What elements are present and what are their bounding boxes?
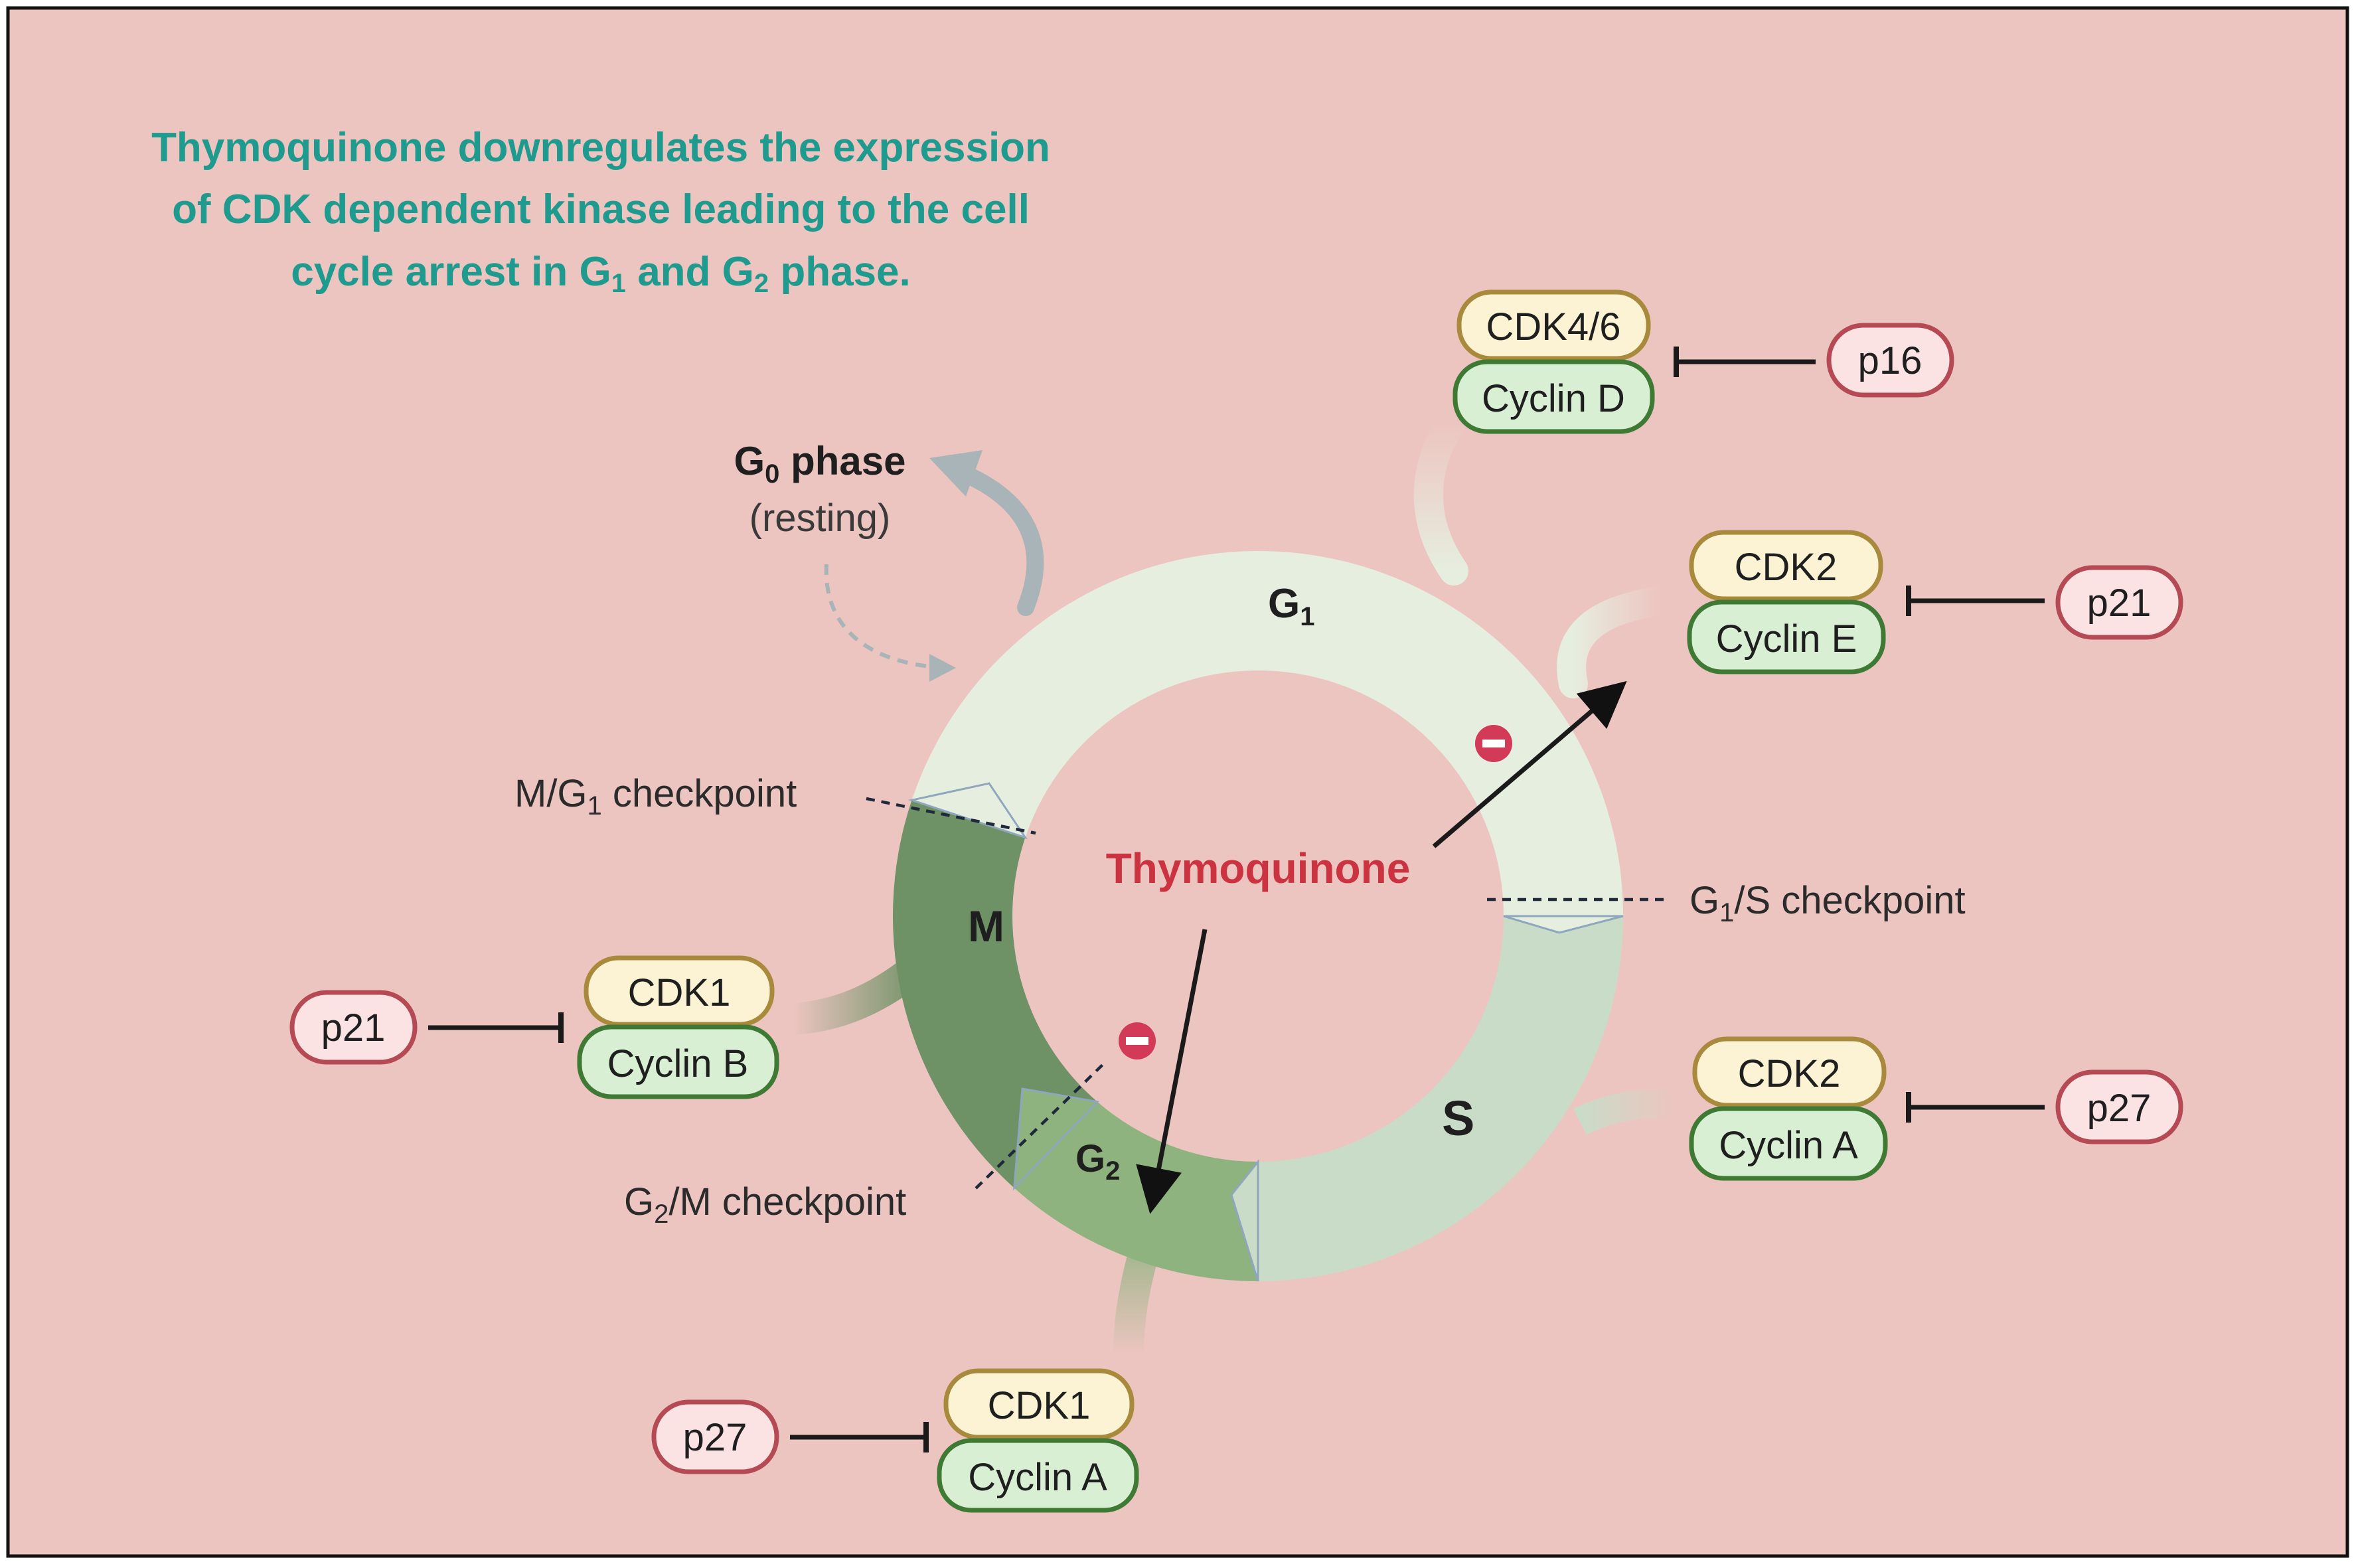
notch-s-g2 xyxy=(1230,1158,1259,1282)
arrow-head-g0-exit xyxy=(929,450,982,497)
cyclin-a-g2-label: Cyclin A xyxy=(968,1456,1107,1499)
p21-b-label: p21 xyxy=(321,1006,386,1050)
p21-e-pill xyxy=(2055,565,2183,640)
cyclin-b-label: Cyclin B xyxy=(607,1042,749,1085)
cyclin-d-label: Cyclin D xyxy=(1482,377,1625,420)
complex-cdk1-cyclin-a: p27 CDK1 Cyclin A xyxy=(651,1368,1139,1513)
checkpoint-label-m-g1: M/G1 checkpoint xyxy=(514,772,797,821)
g0-phase: G0 phase (resting) xyxy=(734,439,1044,682)
notch-m-g1 xyxy=(907,782,1028,840)
cdk2-e-pill xyxy=(1689,530,1883,601)
cdk1-b-label: CDK1 xyxy=(628,971,731,1014)
p27-g2-label: p27 xyxy=(683,1416,747,1459)
diagram-frame xyxy=(6,6,2349,1558)
cdk2-a-label: CDK2 xyxy=(1738,1052,1841,1095)
minus-icon-g1 xyxy=(1475,725,1512,762)
cyclin-a-s-label: Cyclin A xyxy=(1719,1124,1858,1167)
cyclin-d-pill xyxy=(1453,359,1655,434)
complex-cdk1-cyclin-b: p21 CDK1 Cyclin B xyxy=(289,955,779,1099)
stem-g1-cyclin-d xyxy=(1413,410,1468,586)
cdk2-e-label: CDK2 xyxy=(1735,546,1838,589)
stem-s-cyclin-a xyxy=(1573,1089,1675,1135)
title-block: Thymoquinone downregulates the expressio… xyxy=(151,125,1050,298)
cdk1-a-pill xyxy=(943,1368,1135,1440)
arrow-icon-to-g2 xyxy=(1136,929,1208,1214)
cyclin-e-label: Cyclin E xyxy=(1716,617,1857,661)
checkpoint-label-g2-m: G2/M checkpoint xyxy=(624,1180,906,1229)
ring-segment-g1 xyxy=(911,551,1623,916)
p27-g2-pill xyxy=(651,1399,779,1474)
title-line-2: of CDK dependent kinase leading to the c… xyxy=(172,187,1030,232)
cyclin-a-s-pill xyxy=(1689,1106,1888,1181)
checkpoint-label-g1-s: G1/S checkpoint xyxy=(1689,879,1966,927)
complex-cdk2-cyclin-a: CDK2 Cyclin A p27 xyxy=(1689,1036,2183,1181)
cdk1-b-pill xyxy=(584,955,775,1027)
cdk1-a-label: CDK1 xyxy=(988,1384,1091,1427)
thymoquinone-label: Thymoquinone xyxy=(1106,844,1411,892)
p16-pill xyxy=(1826,323,1954,398)
p21-b-pill xyxy=(289,990,418,1065)
curved-arrow-icon-return xyxy=(824,564,937,669)
title-line-3: cycle arrest in G1 and G2 phase. xyxy=(291,249,911,298)
title-line-1: Thymoquinone downregulates the expressio… xyxy=(151,125,1050,171)
g0-subtitle: (resting) xyxy=(749,497,891,540)
p27-s-label: p27 xyxy=(2087,1087,2152,1130)
phase-label-m: M xyxy=(968,902,1004,951)
dashed-line-m-g1 xyxy=(866,797,1036,835)
phase-label-s: S xyxy=(1442,1091,1474,1146)
notch-g1-s xyxy=(1503,915,1624,934)
p16-label: p16 xyxy=(1858,339,1923,382)
phase-label-g1: G1 xyxy=(1268,581,1314,631)
cyclin-e-pill xyxy=(1687,599,1886,674)
arrow-head-g0-return xyxy=(929,654,956,682)
p27-s-pill xyxy=(2055,1069,2183,1144)
cdk2-a-pill xyxy=(1692,1036,1887,1108)
cyclin-a-g2-pill xyxy=(937,1438,1139,1513)
checkpoint-m-g1: M/G1 checkpoint xyxy=(514,772,1036,835)
arrow-icon-to-cyclin-e xyxy=(1432,680,1627,848)
p21-e-label: p21 xyxy=(2087,582,2152,625)
g0-title: G0 phase xyxy=(734,439,906,489)
minus-icon-g2 xyxy=(1119,1022,1156,1059)
complex-cdk46-cyclin-d: CDK4/6 Cyclin D p16 xyxy=(1453,289,1954,434)
checkpoint-g1-s: G1/S checkpoint xyxy=(1487,879,1966,927)
cdk46-label: CDK4/6 xyxy=(1486,305,1620,349)
curved-arrow-icon xyxy=(951,463,1044,616)
ring-segment-m xyxy=(893,800,1097,1188)
stem-g1-cyclin-e xyxy=(1557,586,1674,698)
cyclin-b-pill xyxy=(577,1024,779,1099)
complex-cdk2-cyclin-e: CDK2 Cyclin E p21 xyxy=(1687,530,2183,674)
cell-cycle-ring xyxy=(893,551,1624,1282)
phase-label-g2: G2 xyxy=(1075,1137,1120,1186)
cdk46-pill xyxy=(1456,289,1651,361)
notch-g2-m xyxy=(1012,1087,1100,1191)
checkpoint-g2-m: G2/M checkpoint xyxy=(624,1061,1107,1229)
ring-segment-s xyxy=(1258,916,1623,1281)
